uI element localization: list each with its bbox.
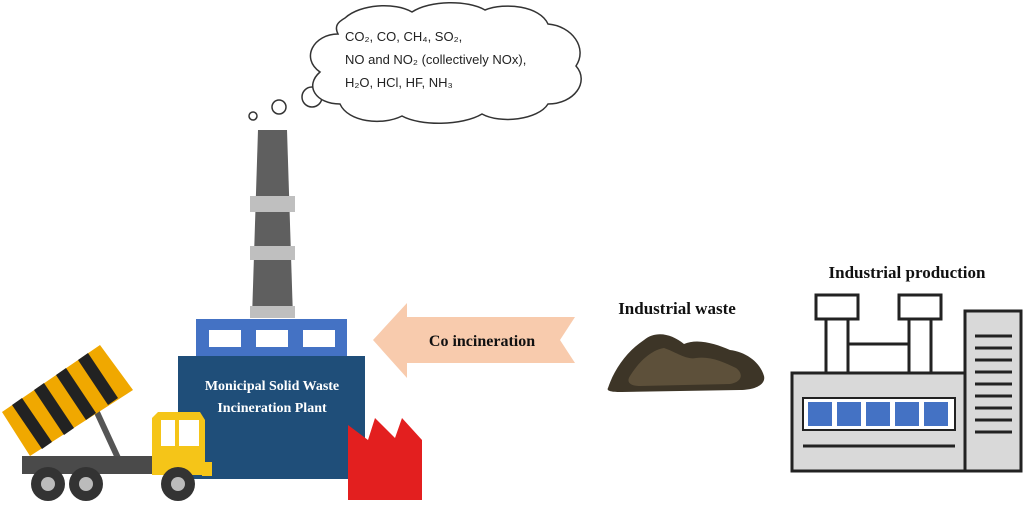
industrial-factory: Industrial production <box>790 263 1023 473</box>
factory-window-3 <box>866 402 890 426</box>
co-incineration-arrow: Co incineration <box>373 303 575 378</box>
truck-wheel-3 <box>161 467 195 501</box>
chimney-band-3 <box>250 306 295 318</box>
plant-label-line1: Monicipal Solid Waste <box>205 379 339 394</box>
arrow-shape <box>373 303 575 378</box>
cloud-text-line3: H₂O, HCl, HF, NH₃ <box>345 75 453 90</box>
factory-chimney-right <box>907 317 933 375</box>
factory-tower <box>963 309 1023 473</box>
factory-window-5 <box>924 402 948 426</box>
dump-truck <box>2 345 212 501</box>
industrial-waste: Industrial waste <box>607 299 765 392</box>
factory-window-1 <box>808 402 832 426</box>
plant-body <box>178 356 365 479</box>
cloud-text-line2: NO and NO₂ (collectively NOx), <box>345 52 526 67</box>
chimney-band-1 <box>250 196 295 212</box>
plant-roof-window-1 <box>209 330 241 347</box>
cloud-shape <box>309 2 582 124</box>
waste-pile-highlight <box>628 348 741 386</box>
truck-dump-bed <box>2 345 133 456</box>
plant-roof-window-2 <box>256 330 288 347</box>
cloud-bubble-medium <box>271 99 287 115</box>
chimney-band-2 <box>250 246 295 260</box>
truck-hydraulic-arm <box>92 406 121 460</box>
emissions-cloud: CO₂, CO, CH₄, SO₂, NO and NO₂ (collectiv… <box>248 2 582 124</box>
plant-label-line2: Incineration Plant <box>217 401 327 416</box>
small-red-factory <box>348 418 422 500</box>
factory-chimney-left-cap <box>814 293 860 321</box>
cloud-text-line1: CO₂, CO, CH₄, SO₂, <box>345 29 462 44</box>
cloud-bubble-small <box>248 111 258 121</box>
chimney-stack <box>252 130 293 318</box>
incineration-plant: Monicipal Solid Waste Incineration Plant <box>178 319 365 479</box>
factory-window-4 <box>895 402 919 426</box>
waste-label: Industrial waste <box>618 299 736 318</box>
truck-wheel-1 <box>31 467 65 501</box>
truck-window-right <box>179 420 199 446</box>
truck-wheel-2 <box>69 467 103 501</box>
plant-roof-window-3 <box>303 330 335 347</box>
factory-window-2 <box>837 402 861 426</box>
truck-window-left <box>161 420 175 446</box>
arrow-label: Co incineration <box>429 333 535 350</box>
truck-bumper <box>202 462 212 476</box>
factory-chimney-left <box>824 317 850 375</box>
red-factory-shape <box>348 418 422 500</box>
chimney <box>250 130 295 318</box>
factory-label: Industrial production <box>829 263 987 282</box>
factory-chimney-right-cap <box>897 293 943 321</box>
